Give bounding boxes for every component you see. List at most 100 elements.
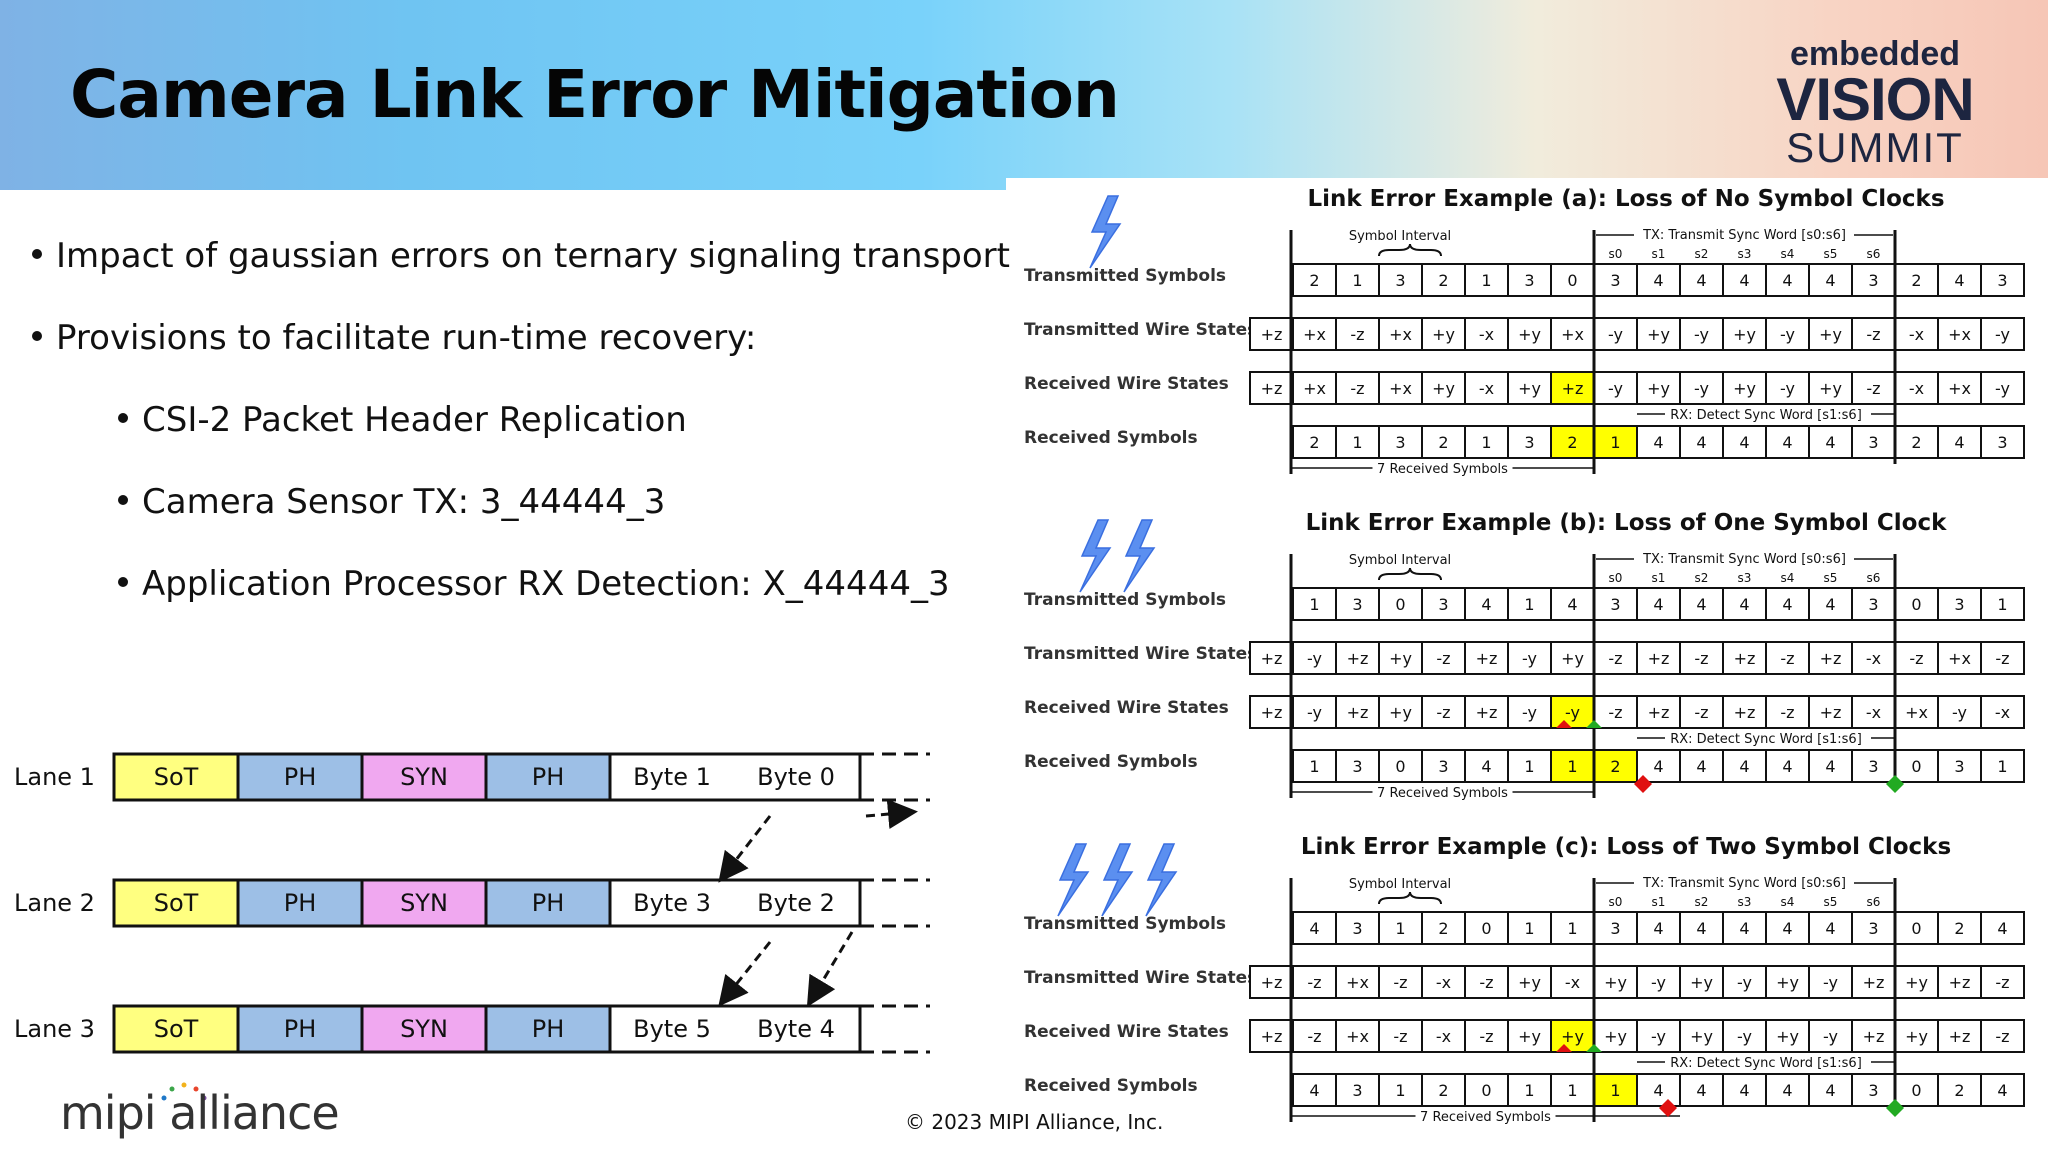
table-cell-value: 1 <box>1524 757 1534 776</box>
table-cell-value: +x <box>1303 325 1326 344</box>
table-cell-value: -x <box>1479 325 1494 344</box>
table-cell-value: 2 <box>1911 271 1921 290</box>
table-cell-value: 4 <box>1696 433 1706 452</box>
table-cell-value: +y <box>1776 973 1799 992</box>
table-cell-value: -x <box>1909 325 1924 344</box>
table-cell-value: 4 <box>1696 1081 1706 1100</box>
lane-cell-label: PH <box>532 889 565 917</box>
mipi-alliance-logo: mipi alliance <box>60 1080 340 1140</box>
received-symbols-label-bg <box>1415 1108 1556 1124</box>
lane-cell <box>360 878 488 928</box>
table-cell <box>1464 587 1509 621</box>
table-cell-value: +z <box>1734 649 1756 668</box>
sync-col-label: s0 <box>1609 247 1623 261</box>
table-cell <box>1808 695 1853 729</box>
table-cell <box>1464 965 1509 999</box>
table-cell-value: 3 <box>1352 595 1362 614</box>
lightning-bolt-icon <box>1079 519 1112 593</box>
symbol-interval-brace <box>1378 891 1442 905</box>
sync-col-label: s1 <box>1652 571 1666 585</box>
table-cell-value: 2 <box>1438 271 1448 290</box>
sync-col-label: s2 <box>1695 247 1709 261</box>
table-cell <box>1550 965 1595 999</box>
sync-col-label: s3 <box>1738 247 1752 261</box>
sync-col-label: s5 <box>1824 895 1838 909</box>
lane-cell <box>236 752 364 802</box>
table-cell <box>1507 641 1552 675</box>
table-cell-value: 0 <box>1481 1081 1491 1100</box>
table-cell-value: -y <box>1694 325 1709 344</box>
bullet-1: Impact of gaussian errors on ternary sig… <box>32 236 1010 276</box>
sync-col-label: s3 <box>1738 571 1752 585</box>
rx-sync-label: RX: Detect Sync Word [s1:s6] <box>1670 1056 1862 1071</box>
table-cell-value: +z <box>1648 649 1670 668</box>
table-cell-value: 1 <box>1352 433 1362 452</box>
table-cell <box>1722 425 1767 459</box>
table-cell <box>1636 641 1681 675</box>
table-cell-value: 4 <box>1782 1081 1792 1100</box>
table-cell-value: 3 <box>1395 433 1405 452</box>
table-cell <box>1679 371 1724 405</box>
sync-col-label: s0 <box>1609 571 1623 585</box>
symbol-interval-label: Symbol Interval <box>1349 553 1451 568</box>
table-cell-value: -y <box>1608 379 1623 398</box>
table-cell <box>1636 1073 1681 1107</box>
lane-label: Lane 1 <box>14 763 95 791</box>
table-cell <box>1679 1019 1724 1053</box>
bullet-3: CSI-2 Packet Header Replication <box>118 400 687 440</box>
table-cell <box>1937 911 1982 945</box>
table-cell-value: -y <box>1608 325 1623 344</box>
example-title: Link Error Example (a): Loss of No Symbo… <box>1307 186 1944 212</box>
table-cell <box>1851 641 1896 675</box>
table-cell-value: 3 <box>1610 271 1620 290</box>
table-cell-value: 1 <box>1395 1081 1405 1100</box>
error-marker-icon <box>1634 775 1652 793</box>
table-cell <box>1421 587 1466 621</box>
tx-sync-label: TX: Transmit Sync Word [s0:s6] <box>1642 552 1846 567</box>
table-cell-value: +y <box>1733 325 1756 344</box>
table-cell-value: -z <box>1307 973 1321 992</box>
table-cell <box>1292 749 1337 783</box>
table-cell-value: 1 <box>1309 595 1319 614</box>
embedded-vision-summit-logo: embedded VISION SUMMIT <box>1755 36 1995 171</box>
table-cell <box>1679 695 1724 729</box>
table-cell-value: -y <box>1651 973 1666 992</box>
table-cell <box>1679 965 1724 999</box>
table-cell <box>1765 965 1810 999</box>
table-cell-value: -z <box>1995 973 2009 992</box>
table-cell <box>1937 695 1982 729</box>
bullet-text: Provisions to facilitate run-time recove… <box>56 318 757 358</box>
table-cell <box>1464 263 1509 297</box>
sync-col-label: s1 <box>1652 247 1666 261</box>
table-cell-value: -y <box>1307 649 1322 668</box>
table-cell-value: -y <box>1694 379 1709 398</box>
table-cell-value: 3 <box>1524 271 1534 290</box>
table-cell-value: 4 <box>1653 919 1663 938</box>
table-cell-value: 4 <box>1696 271 1706 290</box>
table-cell-value: 3 <box>1438 757 1448 776</box>
table-cell-value: 2 <box>1911 433 1921 452</box>
table-cell <box>1851 749 1896 783</box>
table-cell-value: 1 <box>1481 271 1491 290</box>
table-cell <box>1550 1073 1595 1107</box>
table-cell-value: -y <box>1995 325 2010 344</box>
lane-cell-label: SoT <box>154 763 199 791</box>
table-cell <box>1894 317 1939 351</box>
row-label: Received Wire States <box>1024 1022 1229 1042</box>
table-cell <box>1765 641 1810 675</box>
table-cell-value: 1 <box>1524 595 1534 614</box>
table-cell <box>1765 1019 1810 1053</box>
row-label: Received Wire States <box>1024 698 1229 718</box>
lane-bytes-box <box>608 1004 862 1054</box>
link-error-example: Link Error Example (b): Loss of One Symb… <box>1024 510 2025 801</box>
table-cell-value: 1 <box>1567 757 1577 776</box>
table-cell <box>1292 695 1337 729</box>
rx-sync-label-bg <box>1665 1054 1871 1070</box>
table-cell <box>1593 1073 1638 1107</box>
lane-cell <box>236 878 364 928</box>
table-cell <box>1679 317 1724 351</box>
table-cell <box>1722 965 1767 999</box>
table-cell <box>1335 911 1380 945</box>
lane-label: Lane 2 <box>14 889 95 917</box>
received-symbols-label: 7 Received Symbols <box>1420 1110 1551 1125</box>
